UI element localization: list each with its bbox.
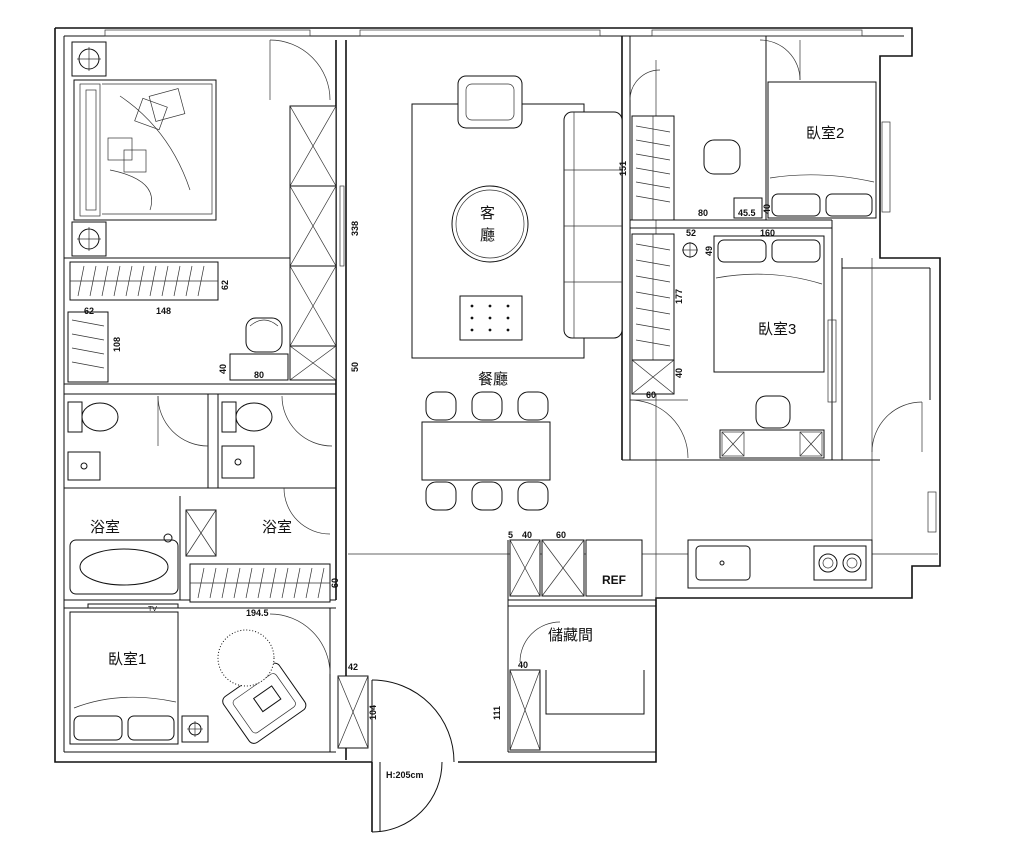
bath-fixtures [67,401,273,595]
bed-1: TV [69,603,307,745]
dim-5: 5 [508,530,513,540]
dim-177: 177 [674,289,684,304]
dim-45-5: 45.5 [738,208,756,218]
bedroom-2-furniture [631,81,877,221]
hanging-rack-a [67,261,219,383]
master-bed [71,41,217,257]
dim-151: 151 [618,161,628,176]
room-labels: 客 廳 餐廳 臥室1 臥室2 臥室3 浴室 浴室 儲藏間 REF H:205cm [90,125,844,780]
kitchen [509,539,873,597]
label-fridge: REF [602,573,626,587]
desk-chair-left [229,317,289,381]
dim-111: 111 [492,706,502,720]
dim-40-b2: 40 [762,204,772,214]
dimension-labels: 338 50 62 148 62 108 40 80 194.5 60 151 … [84,161,775,720]
label-bath-right: 浴室 [262,519,292,536]
dim-62b: 62 [220,280,230,290]
dim-40-desk: 40 [218,364,228,374]
dining-area [421,391,551,511]
dim-60-b3: 60 [646,390,656,400]
dim-194-5: 194.5 [246,608,269,618]
dim-80-b2: 80 [698,208,708,218]
dim-42: 42 [348,662,358,672]
dim-338: 338 [350,221,360,236]
hanging-rack-b [189,563,331,603]
dim-52: 52 [686,228,696,238]
dim-60-wardrobe: 60 [330,578,340,588]
label-living-1: 客 [480,205,495,222]
dim-62a: 62 [84,306,94,316]
dim-148: 148 [156,306,171,316]
dim-40-st: 40 [518,660,528,670]
label-bedroom-2: 臥室2 [806,125,844,142]
tv-label: TV [148,606,157,613]
label-living-2: 廳 [480,226,495,244]
dim-50-wall: 50 [350,362,360,372]
closet-left [289,105,345,381]
label-bath-left: 浴室 [90,519,120,536]
dim-49: 49 [704,246,714,256]
dim-40-b3: 40 [674,368,684,378]
label-bedroom-3: 臥室3 [758,321,796,338]
living-area [411,75,623,359]
label-bedroom-1: 臥室1 [108,651,146,668]
label-dining: 餐廳 [478,370,508,388]
dim-108: 108 [112,337,122,352]
dim-160: 160 [760,228,775,238]
storage-furniture [337,669,541,751]
dim-80-desk: 80 [254,370,264,380]
dim-40-kit: 40 [522,530,532,540]
door-swings [157,39,923,833]
dim-104: 104 [368,705,378,720]
label-storage: 儲藏間 [548,627,593,644]
door-height-note: H:205cm [386,770,424,780]
bedroom-3-furniture [631,233,825,459]
dim-60-kit: 60 [556,530,566,540]
